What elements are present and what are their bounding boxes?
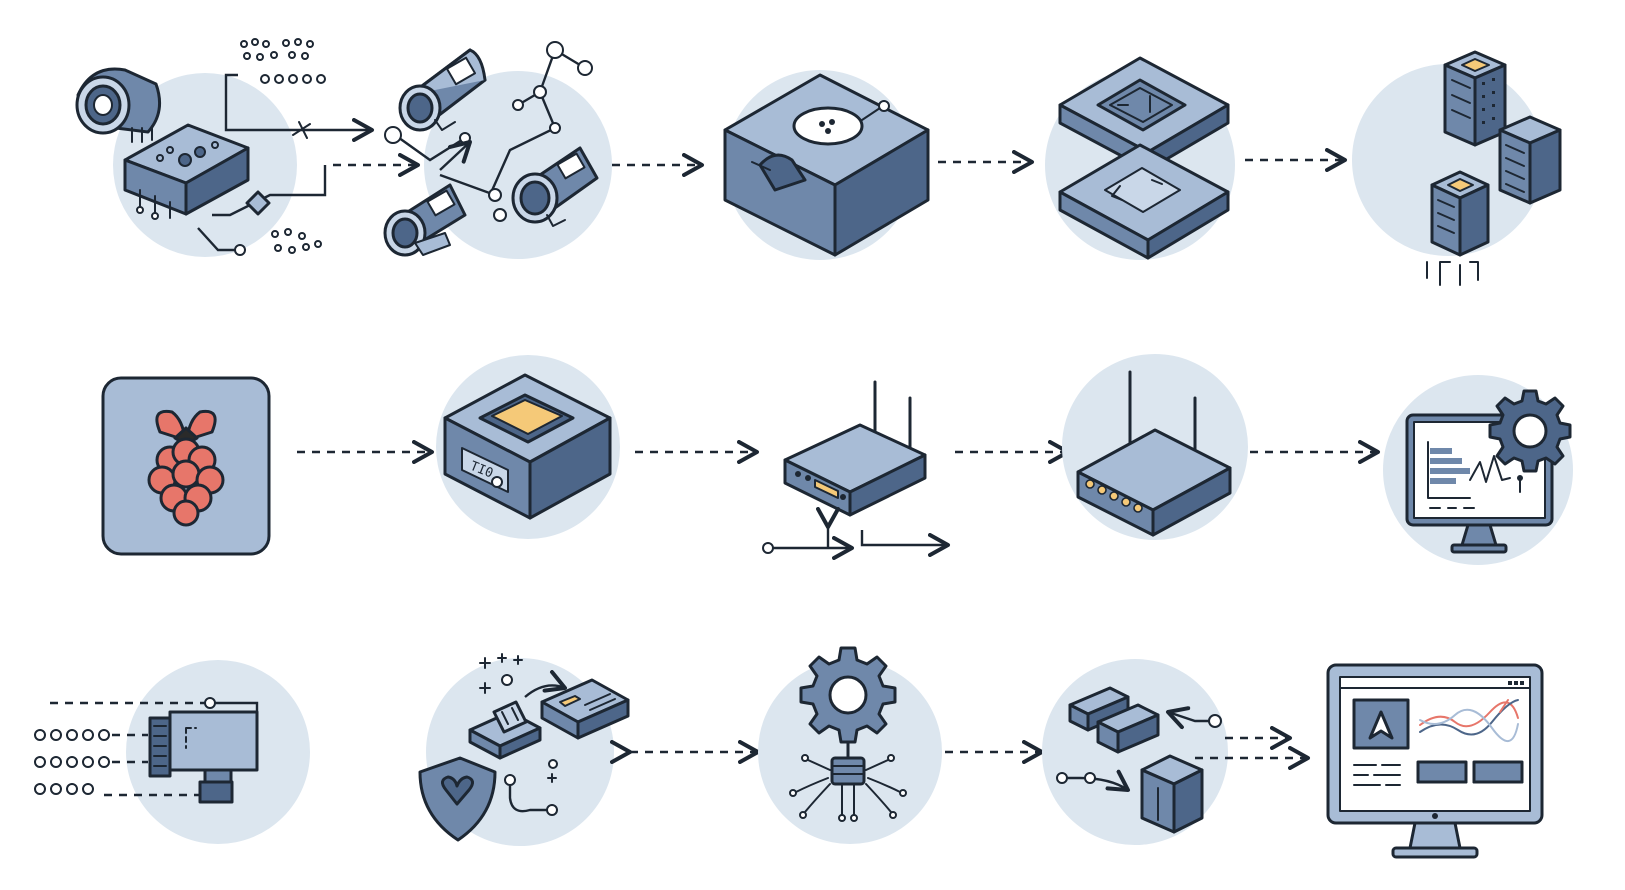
logo-icon [1368, 710, 1394, 740]
connector-line [1065, 769, 1130, 792]
edge-compute-box-node: TI0 [436, 355, 620, 539]
node-background [424, 71, 612, 259]
chip-device-icon [468, 700, 542, 760]
inner-arrow [439, 140, 472, 171]
network-switch-node [1062, 354, 1248, 540]
diamond-node-icon [245, 190, 271, 216]
data-dots-icon [240, 38, 326, 254]
router-side [848, 453, 927, 517]
line-chart-icon [1419, 699, 1519, 742]
cable-stubs [1426, 261, 1479, 286]
arm-head [830, 756, 866, 786]
camera-icon [511, 146, 599, 227]
sensor-actuator-node [34, 660, 310, 844]
circuit-board-icon [540, 678, 630, 740]
actuator-body [168, 710, 259, 772]
connector-line [1166, 706, 1210, 730]
connector-line [197, 227, 240, 252]
shape-icon [758, 153, 807, 192]
text-lines [1353, 764, 1401, 786]
bar-block [1472, 760, 1524, 784]
modules-storage-node [1042, 659, 1228, 845]
probe-lines [795, 759, 901, 816]
bar-chart-icon [1427, 441, 1523, 509]
block-side [833, 128, 930, 257]
chip-icon [491, 399, 563, 435]
sensor-board-icon [123, 123, 250, 220]
probe-nodes [789, 754, 907, 822]
gear-icon [799, 646, 897, 744]
secure-devices-node [418, 653, 630, 846]
wireless-router-node [762, 380, 950, 560]
robot-gear-arm-node [758, 646, 942, 844]
switch-side [1151, 466, 1232, 537]
chip-core-icon [792, 106, 864, 146]
processing-block-node [723, 70, 930, 260]
analytics-display-node [1326, 663, 1544, 859]
camera-icon [75, 67, 162, 143]
data-dots-icon [34, 729, 110, 795]
camera-sensor-board-node [75, 38, 374, 257]
connector-line [508, 780, 548, 813]
gear-icon [1488, 389, 1572, 473]
storage-cube-icon [1140, 754, 1204, 834]
server-tower-icon [1498, 115, 1562, 205]
dashboard-monitor-node [1383, 375, 1573, 565]
server-tower-icon [1443, 50, 1507, 147]
server-towers-node [1352, 50, 1562, 286]
raspberry-pi-icon [147, 409, 225, 527]
actuator-foot [198, 780, 234, 804]
box-side [528, 416, 612, 520]
monitor-stand [1460, 523, 1498, 547]
bar-block [1416, 760, 1468, 784]
connector-node [762, 542, 774, 554]
shield-icon [418, 756, 497, 842]
sparkle-icon [479, 653, 557, 783]
server-tower-icon [1430, 170, 1490, 257]
node-background [758, 660, 942, 844]
monitor-stand [1408, 821, 1462, 850]
port-lights [1085, 479, 1143, 513]
connector-node [234, 244, 246, 256]
module-blocks-icon [1068, 686, 1160, 754]
raspberry-pi-node [101, 376, 271, 556]
camera-icon [383, 183, 467, 257]
layered-platform-node [1045, 56, 1235, 260]
window-controls [1508, 681, 1524, 685]
connector-line [860, 530, 950, 557]
camera-cluster-node [383, 41, 612, 259]
break-mark [292, 121, 311, 139]
connector-line [524, 670, 567, 698]
connector-line [212, 165, 327, 217]
camera-icon [398, 48, 487, 132]
